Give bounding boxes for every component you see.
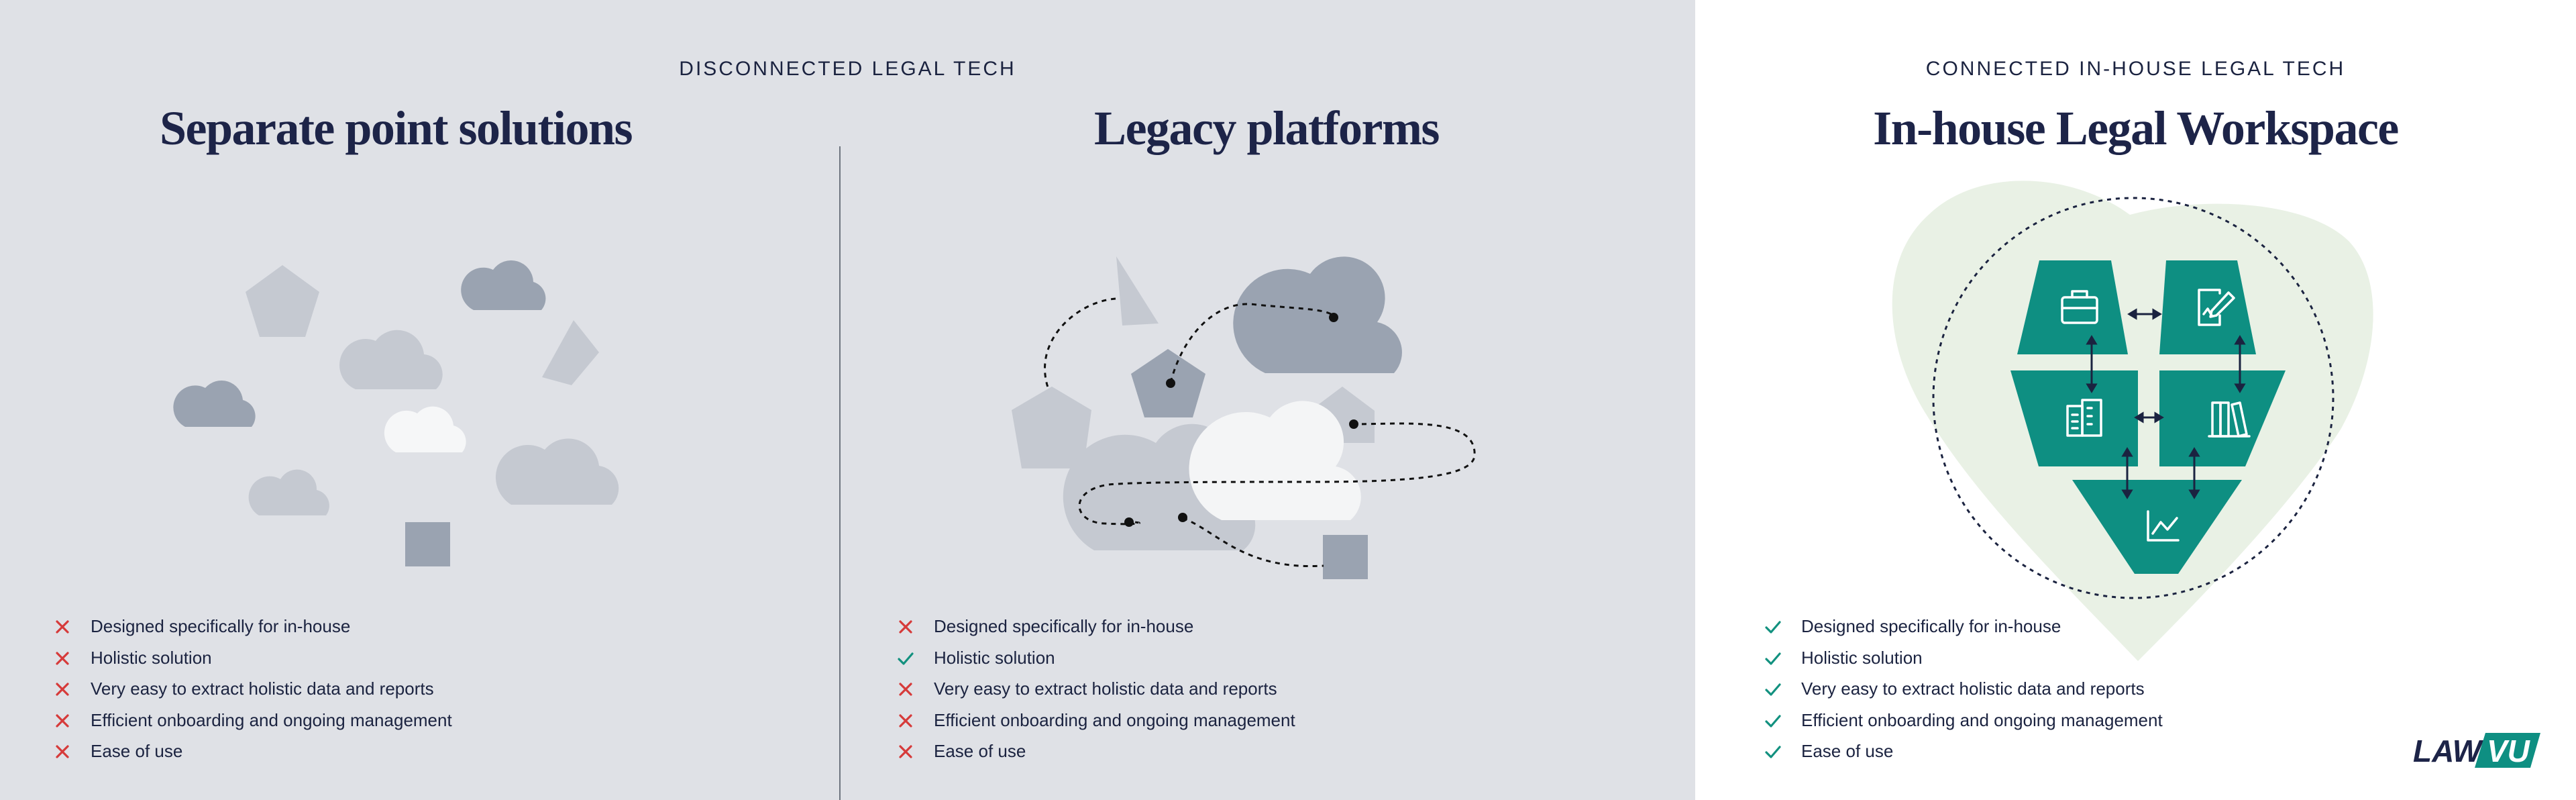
title-legacy-platforms: Legacy platforms: [1094, 101, 1440, 155]
connector-arrows: [2086, 308, 2246, 499]
cloud-shape: [248, 469, 329, 515]
feature-item: Holistic solution: [897, 647, 1295, 679]
cloud-shape: [461, 260, 546, 310]
cross-icon: [56, 651, 69, 665]
chart-icon: [2147, 510, 2180, 542]
feature-label: Ease of use: [1801, 741, 1894, 761]
check-icon: [1765, 714, 1781, 728]
cross-icon: [56, 620, 69, 634]
feature-label: Designed specifically for in-house: [1801, 616, 2061, 636]
feature-label: Designed specifically for in-house: [91, 616, 351, 636]
feature-label: Very easy to extract holistic data and r…: [934, 679, 1277, 699]
cloud-shape: [339, 330, 443, 389]
feature-item: Very easy to extract holistic data and r…: [1764, 678, 2163, 709]
check-icon: [1765, 683, 1781, 696]
feature-item: Ease of use: [897, 740, 1295, 772]
lawvu-logo: LAW VU: [2413, 733, 2540, 768]
cross-icon: [56, 745, 69, 758]
connection-lines: [1044, 297, 1476, 568]
scattered-shapes-illustration: [173, 260, 619, 566]
logo-badge: [2475, 733, 2540, 768]
feature-item: Designed specifically for in-house: [897, 615, 1295, 647]
cloud-shape: [1189, 401, 1361, 520]
logo-text-law: LAW: [2413, 734, 2484, 768]
square-shape: [1323, 535, 1368, 579]
disconnected-panel: [0, 0, 1695, 800]
feature-label: Very easy to extract holistic data and r…: [91, 679, 434, 699]
feature-label: Holistic solution: [91, 647, 212, 668]
feature-item: Efficient onboarding and ongoing managem…: [897, 709, 1295, 741]
square-shape: [405, 522, 450, 566]
group-label-disconnected: DISCONNECTED LEGAL TECH: [679, 58, 1016, 80]
cloud-shape: [384, 406, 466, 452]
check-icon: [1765, 652, 1781, 665]
logo-text-vu: VU: [2487, 734, 2531, 768]
module-document: [2159, 260, 2256, 354]
cross-icon: [899, 745, 912, 758]
pentagon-shape: [1012, 387, 1091, 468]
feature-item: Designed specifically for in-house: [54, 615, 452, 647]
feature-list-legacy: Designed specifically for in-house Holis…: [897, 615, 1295, 772]
module-building: [2010, 370, 2138, 466]
feature-label: Ease of use: [91, 741, 183, 761]
cross-icon: [899, 713, 912, 728]
cloud-shape: [173, 381, 256, 427]
feature-label: Designed specifically for in-house: [934, 616, 1194, 636]
connection-dots: [1124, 313, 1358, 527]
feature-label: Efficient onboarding and ongoing managem…: [934, 709, 1295, 730]
cloud-shape: [495, 438, 619, 505]
feature-item: Very easy to extract holistic data and r…: [54, 678, 452, 709]
feature-label: Very easy to extract holistic data and r…: [1801, 679, 2145, 699]
feature-label: Holistic solution: [934, 647, 1055, 668]
connected-workspace-illustration: [1892, 181, 2373, 661]
feature-item: Efficient onboarding and ongoing managem…: [54, 709, 452, 741]
check-icon: [1765, 746, 1781, 758]
feature-item: Designed specifically for in-house: [1764, 615, 2163, 647]
title-in-house-legal-workspace: In-house Legal Workspace: [1873, 101, 2399, 155]
pentagon-shape: [246, 265, 319, 337]
legacy-platform-illustration: [1012, 256, 1476, 579]
title-separate-point-solutions: Separate point solutions: [159, 101, 633, 155]
feature-item: Very easy to extract holistic data and r…: [897, 678, 1295, 709]
document-sign-icon: [2198, 289, 2235, 326]
feature-label: Ease of use: [934, 741, 1026, 761]
feature-list-separate: Designed specifically for in-house Holis…: [54, 615, 452, 772]
section-divider: [839, 146, 841, 800]
cross-icon: [899, 620, 912, 634]
workspace-boundary-circle: [1932, 197, 2334, 599]
cross-icon: [899, 683, 912, 696]
feature-label: Efficient onboarding and ongoing managem…: [1801, 709, 2163, 730]
feature-item: Ease of use: [54, 740, 452, 772]
module-library: [2159, 370, 2286, 466]
briefcase-icon: [2061, 290, 2098, 324]
feature-list-workspace: Designed specifically for in-house Holis…: [1764, 615, 2163, 772]
check-icon: [1765, 621, 1781, 634]
cross-icon: [56, 683, 69, 696]
cross-icon: [56, 713, 69, 728]
diamond-shape: [542, 320, 599, 385]
group-label-connected: CONNECTED IN-HOUSE LEGAL TECH: [1925, 58, 2346, 80]
feature-label: Holistic solution: [1801, 647, 1923, 668]
feature-item: Holistic solution: [1764, 647, 2163, 679]
building-icon: [2066, 399, 2102, 437]
feature-item: Holistic solution: [54, 647, 452, 679]
triangle-shape: [1116, 256, 1159, 326]
cloud-shape: [1233, 256, 1402, 373]
feature-label: Efficient onboarding and ongoing managem…: [91, 709, 452, 730]
feature-item: Ease of use: [1764, 740, 2163, 772]
feature-item: Efficient onboarding and ongoing managem…: [1764, 709, 2163, 741]
check-icon: [898, 652, 914, 665]
library-icon: [2208, 401, 2251, 438]
